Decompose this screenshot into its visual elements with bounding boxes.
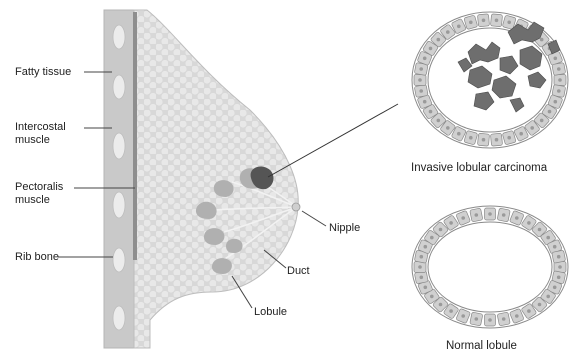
- cell-nucleus: [420, 276, 424, 280]
- label-pectoralis-muscle: Pectoralis muscle: [15, 181, 63, 207]
- cell-nucleus: [461, 314, 465, 318]
- cell-nucleus: [469, 21, 473, 25]
- label-pectoralis-line1: Pectoralis: [15, 181, 63, 194]
- cell-nucleus: [461, 216, 465, 220]
- cell-nucleus: [469, 136, 473, 140]
- cell-nucleus: [554, 57, 558, 61]
- label-nipple: Nipple: [329, 222, 360, 235]
- chest-wall: [104, 10, 134, 348]
- cell-nucleus: [439, 228, 443, 232]
- cell-nucleus: [548, 110, 552, 114]
- cell-nucleus: [538, 228, 542, 232]
- caption-invasive-lobular-carcinoma: Invasive lobular carcinoma: [411, 162, 547, 174]
- cell-nucleus: [430, 236, 434, 240]
- label-intercostal-muscle: Intercostal muscle: [15, 121, 66, 147]
- label-duct: Duct: [287, 265, 310, 278]
- cell-nucleus: [429, 47, 433, 51]
- cell-nucleus: [429, 110, 433, 114]
- cell-nucleus: [424, 245, 428, 249]
- cell-nucleus: [519, 132, 523, 136]
- cell-nucleus: [554, 100, 558, 104]
- label-rib-bone: Rib bone: [15, 251, 59, 264]
- cell-nucleus: [418, 78, 422, 82]
- cell-nucleus: [557, 276, 561, 280]
- cell-nucleus: [437, 38, 441, 42]
- cell-nucleus: [530, 126, 534, 130]
- caption-normal-lobule: Normal lobule: [446, 340, 517, 352]
- cell-nucleus: [437, 119, 441, 123]
- cell-nucleus: [553, 245, 557, 249]
- cell-nucleus: [475, 213, 479, 217]
- label-pectoralis-line2: muscle: [15, 194, 63, 207]
- label-intercostal-line1: Intercostal: [15, 121, 66, 134]
- cell-nucleus: [449, 309, 453, 313]
- cell-nucleus: [420, 255, 424, 259]
- cell-nucleus: [507, 136, 511, 140]
- cell-nucleus: [446, 126, 450, 130]
- cell-nucleus: [527, 309, 531, 313]
- nipple-shape: [292, 203, 300, 211]
- cell-nucleus: [495, 19, 499, 23]
- cell-nucleus: [557, 89, 561, 93]
- label-intercostal-line2: muscle: [15, 134, 66, 147]
- lobule-lumen: [428, 222, 552, 312]
- normal-lobule-ring: [412, 206, 568, 328]
- cell-nucleus: [418, 265, 422, 269]
- breast-tissue: [134, 10, 298, 348]
- cell-nucleus: [515, 314, 519, 318]
- cell-nucleus: [546, 295, 550, 299]
- cell-nucleus: [557, 67, 561, 71]
- callout-line: [268, 104, 398, 177]
- label-lobule: Lobule: [254, 306, 287, 319]
- cell-nucleus: [558, 265, 562, 269]
- cell-nucleus: [527, 221, 531, 225]
- label-fatty-tissue: Fatty tissue: [15, 66, 71, 79]
- cell-nucleus: [419, 89, 423, 93]
- cell-nucleus: [449, 221, 453, 225]
- cell-nucleus: [488, 212, 492, 216]
- cell-nucleus: [507, 21, 511, 25]
- cell-nucleus: [558, 78, 562, 82]
- cell-nucleus: [439, 303, 443, 307]
- cell-nucleus: [482, 138, 486, 142]
- cell-nucleus: [495, 138, 499, 142]
- cell-nucleus: [553, 286, 557, 290]
- cell-nucleus: [540, 119, 544, 123]
- cell-nucleus: [488, 318, 492, 322]
- cell-nucleus: [446, 30, 450, 34]
- cell-nucleus: [540, 38, 544, 42]
- cell-nucleus: [538, 303, 542, 307]
- cell-nucleus: [515, 216, 519, 220]
- cell-nucleus: [546, 236, 550, 240]
- cell-nucleus: [423, 57, 427, 61]
- cell-nucleus: [457, 25, 461, 29]
- cell-nucleus: [423, 100, 427, 104]
- cell-nucleus: [475, 317, 479, 321]
- cell-nucleus: [419, 67, 423, 71]
- cell-nucleus: [482, 19, 486, 23]
- cell-nucleus: [557, 255, 561, 259]
- cell-nucleus: [457, 132, 461, 136]
- cell-nucleus: [502, 213, 506, 217]
- cell-nucleus: [502, 317, 506, 321]
- pectoralis-muscle: [133, 12, 137, 260]
- cell-nucleus: [430, 295, 434, 299]
- cell-nucleus: [424, 286, 428, 290]
